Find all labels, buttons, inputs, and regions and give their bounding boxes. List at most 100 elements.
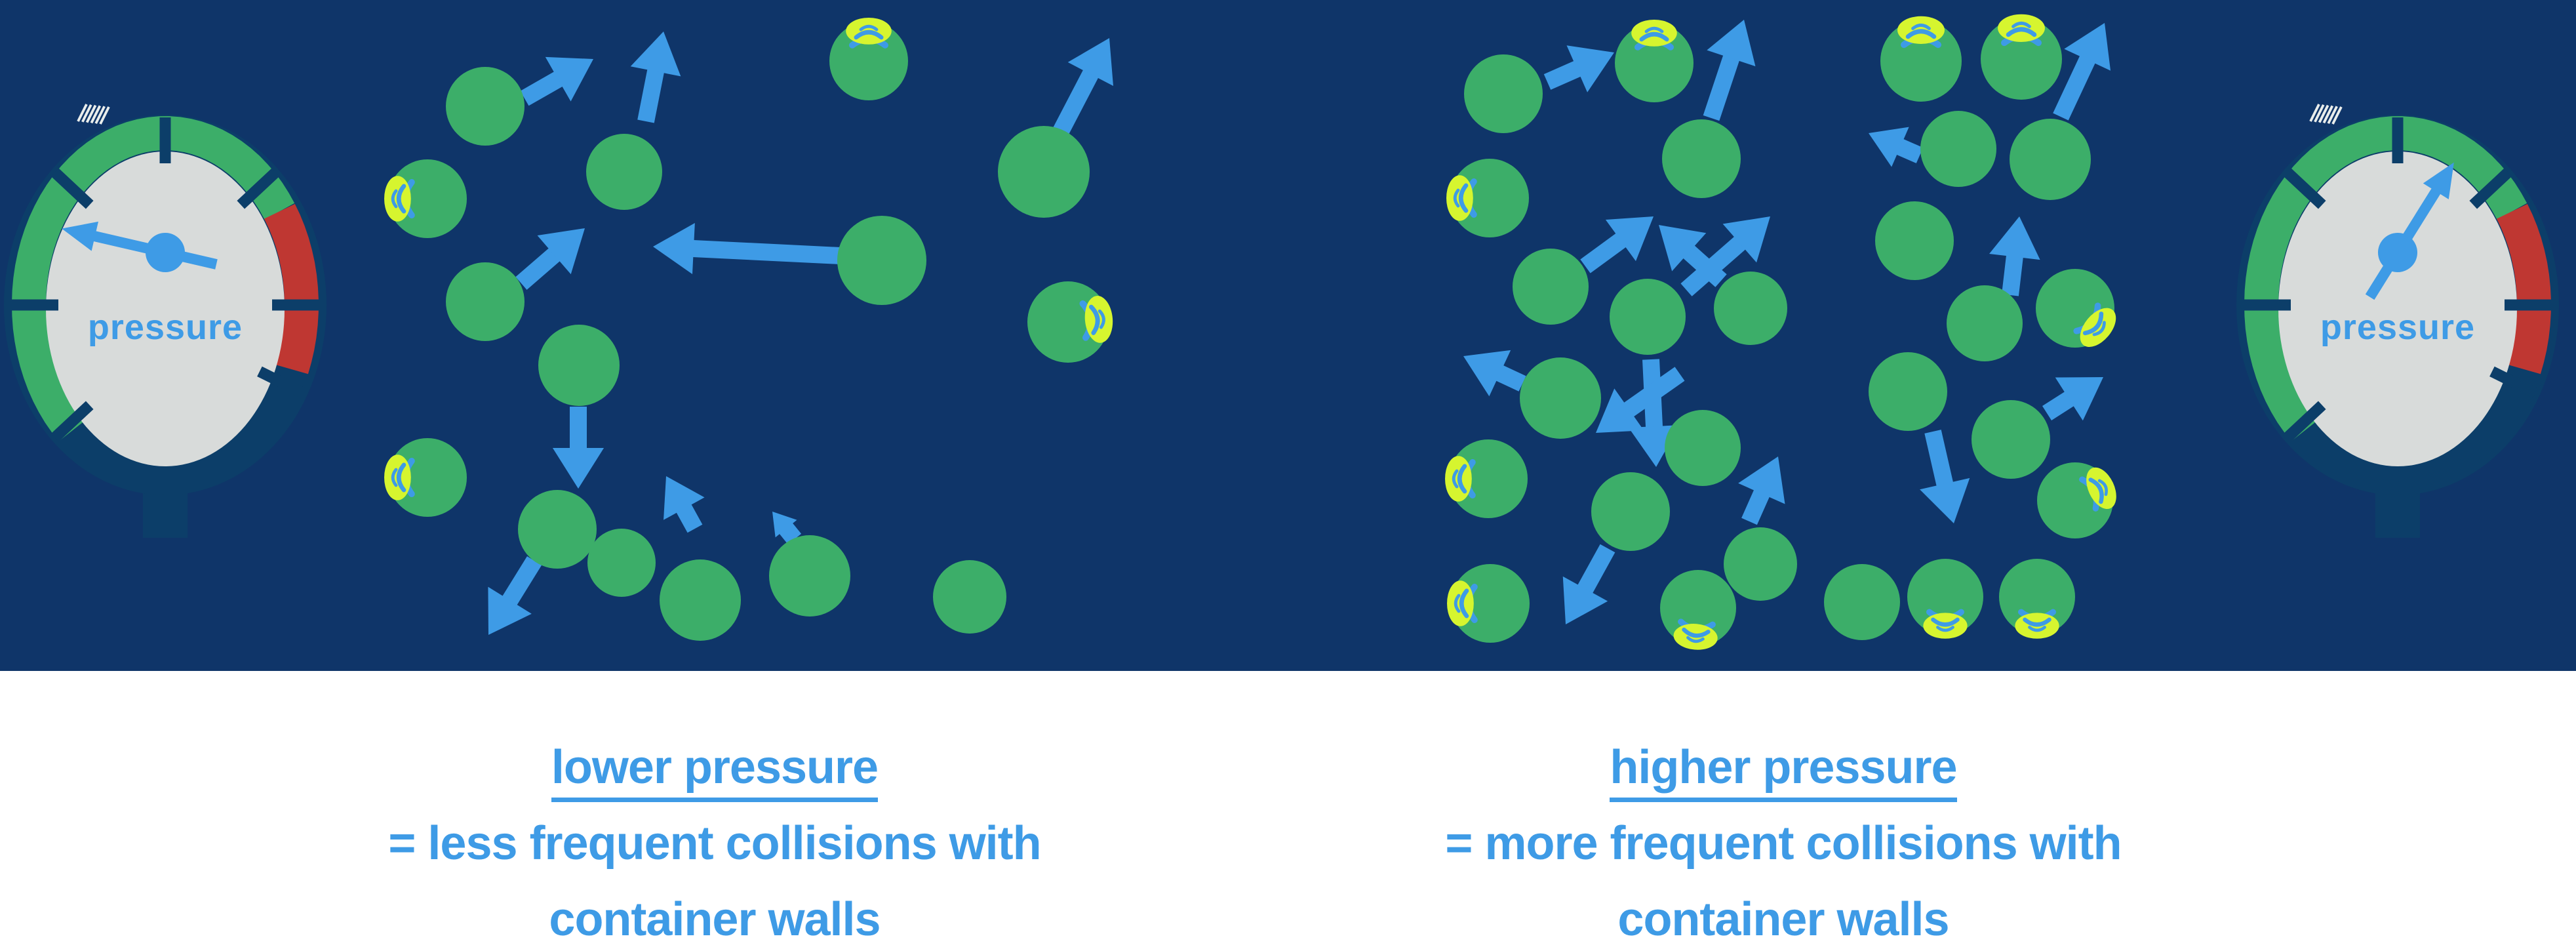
gauge-label: pressure xyxy=(88,308,243,347)
gauge-tick xyxy=(2283,168,2326,209)
gas-particle xyxy=(1660,570,1736,650)
gas-particle xyxy=(933,560,1006,634)
pressure-gauge-right: pressure xyxy=(2236,104,2559,538)
velocity-arrow xyxy=(1543,45,1614,92)
gauge-needle xyxy=(2365,162,2454,300)
velocity-arrow xyxy=(1562,544,1615,624)
caption-line-2: = more frequent collisions with xyxy=(1445,817,2122,870)
gas-particle xyxy=(837,216,926,305)
velocity-arrow xyxy=(630,31,681,123)
wall-collision-flash xyxy=(1447,580,1478,626)
gauge-band-red xyxy=(2496,204,2551,374)
gauge-tick xyxy=(2283,401,2326,442)
gauge-band-green xyxy=(11,116,295,441)
velocity-arrow xyxy=(653,223,841,275)
caption-title: higher pressure xyxy=(1292,729,2275,805)
gas-particle xyxy=(1591,472,1670,551)
gauge-band-green xyxy=(2244,116,2527,441)
gas-particle xyxy=(1947,285,2023,361)
caption-line-3: container walls xyxy=(1617,893,1949,946)
velocity-arrow xyxy=(1596,367,1685,433)
wall-collision-flash xyxy=(384,176,415,222)
wall-collision-flash xyxy=(1631,20,1677,51)
velocity-arrow xyxy=(772,512,802,545)
gas-particle xyxy=(2010,119,2091,200)
caption-line-2: = less frequent collisions with xyxy=(388,817,1041,870)
gas-particle xyxy=(1446,159,1529,237)
container-background xyxy=(0,0,2576,671)
gas-particle xyxy=(769,535,850,617)
gauge-face xyxy=(46,152,285,466)
gas-particle xyxy=(1999,559,2075,639)
gas-particle xyxy=(518,490,597,569)
gas-particle xyxy=(1610,279,1686,355)
wall-collision-flash xyxy=(1673,618,1718,650)
caption-higher-pressure: higher pressure = more frequent collisio… xyxy=(1292,729,2275,951)
gas-particle xyxy=(660,559,741,641)
caption-title-underline: higher pressure xyxy=(1610,741,1958,802)
gauge-label: pressure xyxy=(2320,308,2475,347)
gas-particle xyxy=(384,438,467,517)
gas-particle xyxy=(1869,352,1947,431)
gas-particle xyxy=(587,529,656,597)
gauge-band-red xyxy=(264,204,319,374)
velocity-arrow xyxy=(488,556,542,635)
gas-particle xyxy=(1981,14,2062,100)
gauge-tick xyxy=(2469,168,2512,209)
gas-particle xyxy=(538,325,620,406)
wall-collision-flash xyxy=(846,18,892,49)
wall-collision-flash xyxy=(2073,302,2116,348)
wall-collision-flash xyxy=(1897,16,1945,49)
gauge-tick xyxy=(237,168,280,209)
caption-title: lower pressure xyxy=(223,729,1206,805)
pressure-gauge-left: pressure xyxy=(4,104,327,538)
gas-particle xyxy=(2037,462,2116,538)
velocity-arrow xyxy=(1580,216,1654,273)
velocity-arrow xyxy=(1869,127,1924,167)
velocity-arrow xyxy=(2042,377,2103,421)
gas-particle xyxy=(586,134,662,210)
velocity-arrow xyxy=(1738,456,1785,525)
stripe-mark-icon xyxy=(77,104,110,125)
caption-title-underline: lower pressure xyxy=(551,741,879,802)
gas-particle xyxy=(1714,272,1787,345)
velocity-arrow xyxy=(2053,23,2111,121)
gas-particle xyxy=(1880,16,1962,102)
gas-particle xyxy=(1907,559,1983,639)
right-chamber xyxy=(1445,14,2116,650)
gauge-tick xyxy=(2489,366,2538,398)
wall-collision-flash xyxy=(2015,609,2059,639)
gas-particle xyxy=(1445,439,1528,518)
wall-collision-flash xyxy=(2079,467,2116,512)
velocity-arrow xyxy=(664,476,705,533)
velocity-arrow xyxy=(1053,38,1113,136)
gauge-needle xyxy=(62,221,218,272)
gas-particle xyxy=(829,18,908,100)
gas-particle xyxy=(1875,201,1954,280)
gas-particle xyxy=(1920,111,1996,187)
wall-collision-flash xyxy=(1923,609,1968,639)
wall-collision-flash xyxy=(1079,296,1113,343)
gas-particle xyxy=(1724,527,1797,601)
gas-particle xyxy=(1824,564,1900,640)
gas-particle xyxy=(384,159,467,238)
caption-line-3: container walls xyxy=(549,893,881,946)
velocity-arrow xyxy=(1920,430,1970,523)
gauge-tick xyxy=(50,401,94,442)
gas-particle xyxy=(1520,357,1601,439)
gauge-face xyxy=(2278,152,2517,466)
gas-particle xyxy=(446,67,525,146)
wall-collision-flash xyxy=(1445,456,1476,502)
gas-container-scene: pressure pressure xyxy=(0,0,2576,671)
velocity-arrow xyxy=(520,56,593,106)
gas-particle xyxy=(1665,410,1741,486)
gas-particle xyxy=(1662,119,1741,198)
gas-particle xyxy=(1615,20,1694,102)
wall-collision-flash xyxy=(384,455,415,500)
velocity-arrow xyxy=(1989,216,2040,296)
gas-particle xyxy=(1464,54,1543,133)
wall-collision-flash xyxy=(1446,175,1477,221)
gauge-tick xyxy=(50,168,94,209)
velocity-arrow xyxy=(1703,20,1756,121)
